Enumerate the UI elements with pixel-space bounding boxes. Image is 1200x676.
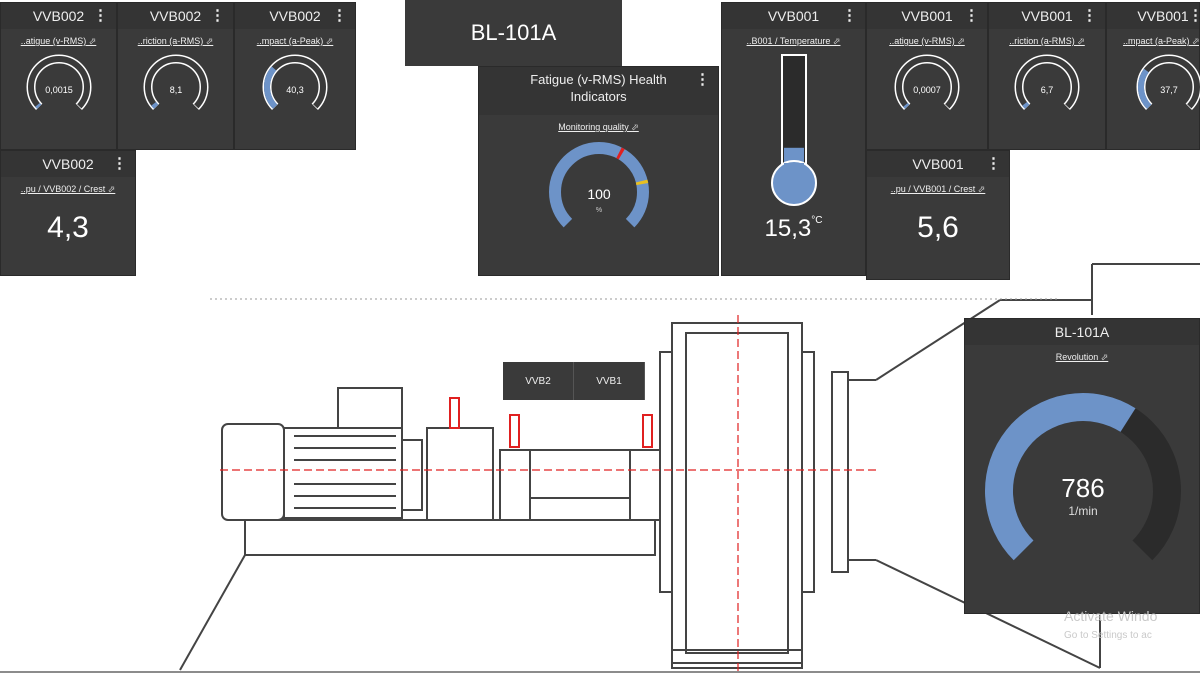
panel-title: VVB001: [1137, 8, 1189, 24]
sensor-tab-vvb2[interactable]: VVB2: [503, 362, 574, 400]
fatigue-gauge: 0,0015: [26, 54, 91, 110]
gauge-value: 0,0007: [913, 85, 941, 95]
gauge-value: 37,7: [1160, 85, 1178, 95]
temperature-value: 15,3: [764, 215, 812, 242]
watermark-line1: Activate Windo: [1064, 608, 1158, 624]
kebab-menu-icon[interactable]: ⋮: [842, 7, 857, 24]
vvb002-fatigue-panel[interactable]: VVB002 ⋮ ..atigue (v-RMS) ⬀ 0,0015: [0, 2, 117, 150]
kebab-menu-icon[interactable]: ⋮: [695, 71, 710, 88]
metric-link[interactable]: ..atigue (v-RMS) ⬀: [889, 36, 965, 46]
panel-title-line2: Indicators: [570, 89, 627, 104]
gauge-value: 8,1: [169, 85, 182, 95]
asset-title: BL-101A: [470, 20, 557, 45]
panel-title: VVB001: [912, 156, 964, 172]
gauge-unit: %: [595, 207, 601, 214]
gauge-value: 6,7: [1041, 85, 1054, 95]
fatigue-gauge: 0,0007: [894, 54, 960, 110]
kebab-menu-icon[interactable]: ⋮: [1188, 7, 1200, 24]
sensor-tab-vvb1[interactable]: VVB1: [574, 362, 645, 400]
gauge-value: 100: [587, 186, 611, 202]
vvb002-impact-panel[interactable]: VVB002 ⋮ ..mpact (a-Peak) ⬀ 40,3: [234, 2, 356, 150]
impact-gauge: 40,3: [262, 54, 328, 110]
impact-gauge: 37,7: [1136, 54, 1200, 110]
metric-link[interactable]: Monitoring quality ⬀: [558, 122, 639, 132]
fatigue-health-panel[interactable]: Fatigue (v-RMS) Health Indicators ⋮ Moni…: [478, 66, 719, 276]
metric-link[interactable]: Revolution ⬀: [1055, 352, 1109, 362]
vvb001-crest-panel[interactable]: VVB001 ⋮ ..pu / VVB001 / Crest ⬀ 5,6: [866, 150, 1010, 280]
panel-title: VVB002: [42, 156, 94, 172]
asset-title-box[interactable]: BL-101A: [405, 0, 622, 66]
panel-title-line1: Fatigue (v-RMS) Health: [530, 72, 667, 87]
kebab-menu-icon[interactable]: ⋮: [332, 7, 347, 24]
friction-gauge: 8,1: [143, 54, 208, 110]
panel-title: VVB001: [901, 8, 953, 24]
kebab-menu-icon[interactable]: ⋮: [1082, 7, 1097, 24]
kebab-menu-icon[interactable]: ⋮: [964, 7, 979, 24]
vvb001-impact-panel[interactable]: VVB001⋮ ..mpact (a-Peak) ⬀ 37,7: [1106, 2, 1200, 150]
sensor-selector: VVB2 VVB1: [503, 362, 645, 400]
revolution-gauge: 786 1/min: [985, 393, 1181, 561]
panel-title: BL-101A: [1054, 324, 1110, 340]
revolution-unit: 1/min: [1068, 504, 1097, 518]
panel-title: VVB001: [1021, 8, 1073, 24]
kebab-menu-icon[interactable]: ⋮: [210, 7, 225, 24]
revolution-value: 786: [1061, 473, 1104, 503]
crest-value: 5,6: [917, 211, 959, 244]
gauge-value: 40,3: [286, 85, 304, 95]
metric-link[interactable]: ..atigue (v-RMS) ⬀: [20, 36, 97, 46]
vvb001-temperature-panel[interactable]: VVB001 ⋮ ..B001 / Temperature ⬀ 15,3°C: [721, 2, 866, 276]
gauge-value: 0,0015: [45, 85, 73, 95]
metric-link[interactable]: ..mpact (a-Peak) ⬀: [256, 36, 334, 46]
metric-link[interactable]: ..riction (a-RMS) ⬀: [137, 36, 214, 46]
panel-title: VVB001: [767, 8, 820, 24]
metric-link[interactable]: ..mpact (a-Peak) ⬀: [1123, 36, 1199, 46]
revolution-panel[interactable]: BL-101A Revolution ⬀ 786 1/min: [964, 318, 1200, 614]
panel-title: VVB002: [149, 8, 202, 24]
vvb002-crest-panel[interactable]: VVB002 ⋮ ..pu / VVB002 / Crest ⬀ 4,3: [0, 150, 136, 276]
panel-title: VVB002: [32, 8, 85, 24]
friction-gauge: 6,7: [1014, 54, 1080, 110]
kebab-menu-icon[interactable]: ⋮: [112, 155, 127, 172]
kebab-menu-icon[interactable]: ⋮: [93, 7, 108, 24]
health-gauge: 100 %: [548, 142, 649, 228]
vvb001-fatigue-panel[interactable]: VVB001 ⋮ ..atigue (v-RMS) ⬀ 0,0007: [866, 2, 988, 150]
temperature-unit: °C: [811, 215, 823, 226]
metric-link[interactable]: ..pu / VVB001 / Crest ⬀: [890, 184, 986, 194]
crest-value: 4,3: [47, 211, 89, 244]
thermometer-icon: [770, 54, 817, 206]
metric-link[interactable]: ..riction (a-RMS) ⬀: [1009, 36, 1085, 46]
panel-title: VVB002: [269, 8, 321, 24]
metric-link[interactable]: ..B001 / Temperature ⬀: [746, 36, 841, 46]
metric-link[interactable]: ..pu / VVB002 / Crest ⬀: [20, 184, 116, 194]
watermark-line2: Go to Settings to ac: [1064, 630, 1152, 641]
kebab-menu-icon[interactable]: ⋮: [986, 155, 1001, 172]
vvb001-friction-panel[interactable]: VVB001 ⋮ ..riction (a-RMS) ⬀ 6,7: [988, 2, 1106, 150]
vvb002-friction-panel[interactable]: VVB002 ⋮ ..riction (a-RMS) ⬀ 8,1: [117, 2, 234, 150]
